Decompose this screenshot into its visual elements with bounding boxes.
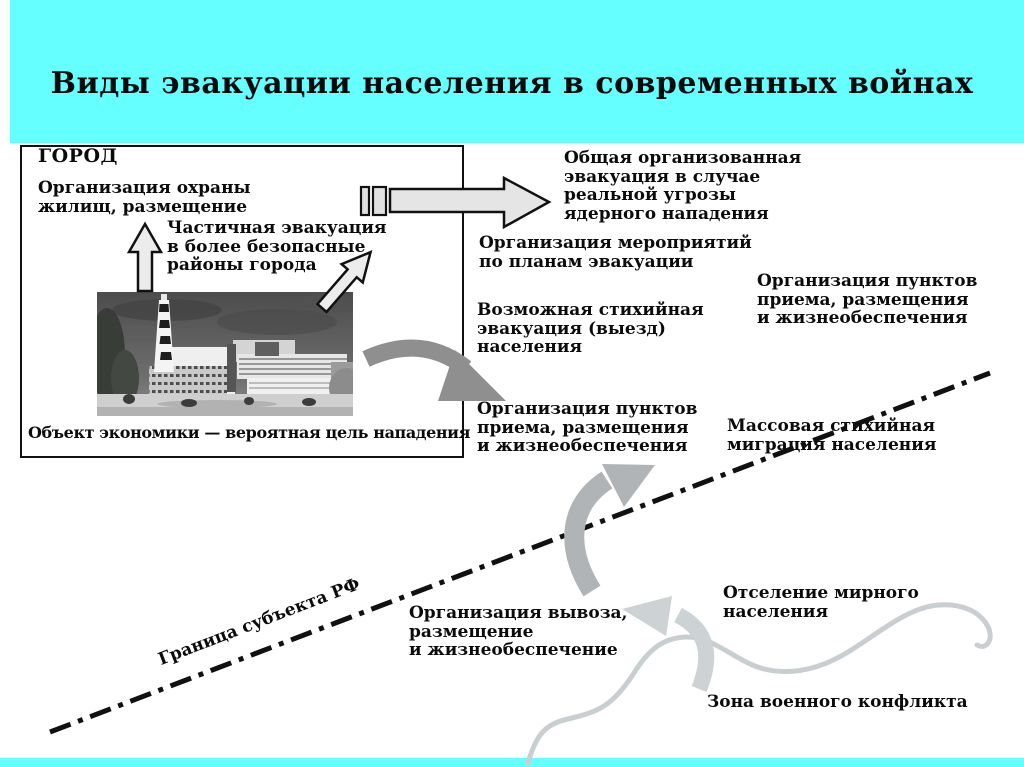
industrial-plant-photo	[87, 292, 367, 416]
conflict-zone-label: Зона военного конфликта	[707, 692, 968, 712]
city-box-heading: ГОРОД	[38, 145, 118, 167]
plant-photo-graphic	[87, 292, 367, 416]
slide-title: Виды эвакуации населения в современных в…	[50, 66, 974, 101]
partial-evacuation-label: Частичная эвакуация в более безопасные р…	[167, 218, 387, 275]
spontaneous-evacuation-label: Возможная стихийная эвакуация (выезд) на…	[477, 300, 704, 357]
photo-caption: Объект экономики — вероятная цель нападе…	[28, 423, 471, 442]
region-border-label: Граница субъекта РФ	[155, 574, 363, 670]
curved-arrow-left-icon	[622, 596, 715, 693]
footer-band	[0, 758, 1024, 767]
evacuation-plans-label: Организация мероприятий по планам эвакуа…	[479, 233, 752, 272]
resettlement-label: Отселение мирного населения	[723, 583, 919, 622]
curved-arrow-up-icon	[564, 464, 655, 597]
general-evacuation-label: Общая организованная эвакуация в случае …	[564, 148, 802, 224]
mass-migration-label: Массовая стихийная миграция населения	[727, 416, 937, 455]
reception-points-mid-label: Организация пунктов приема, размещения и…	[477, 399, 698, 456]
housing-label: Организация охраны жилищ, размещение	[38, 178, 251, 217]
transport-organization-label: Организация вывоза, размещение и жизнеоб…	[409, 603, 628, 660]
reception-points-right-label: Организация пунктов приема, размещения и…	[757, 271, 978, 328]
header-band	[10, 0, 1024, 143]
